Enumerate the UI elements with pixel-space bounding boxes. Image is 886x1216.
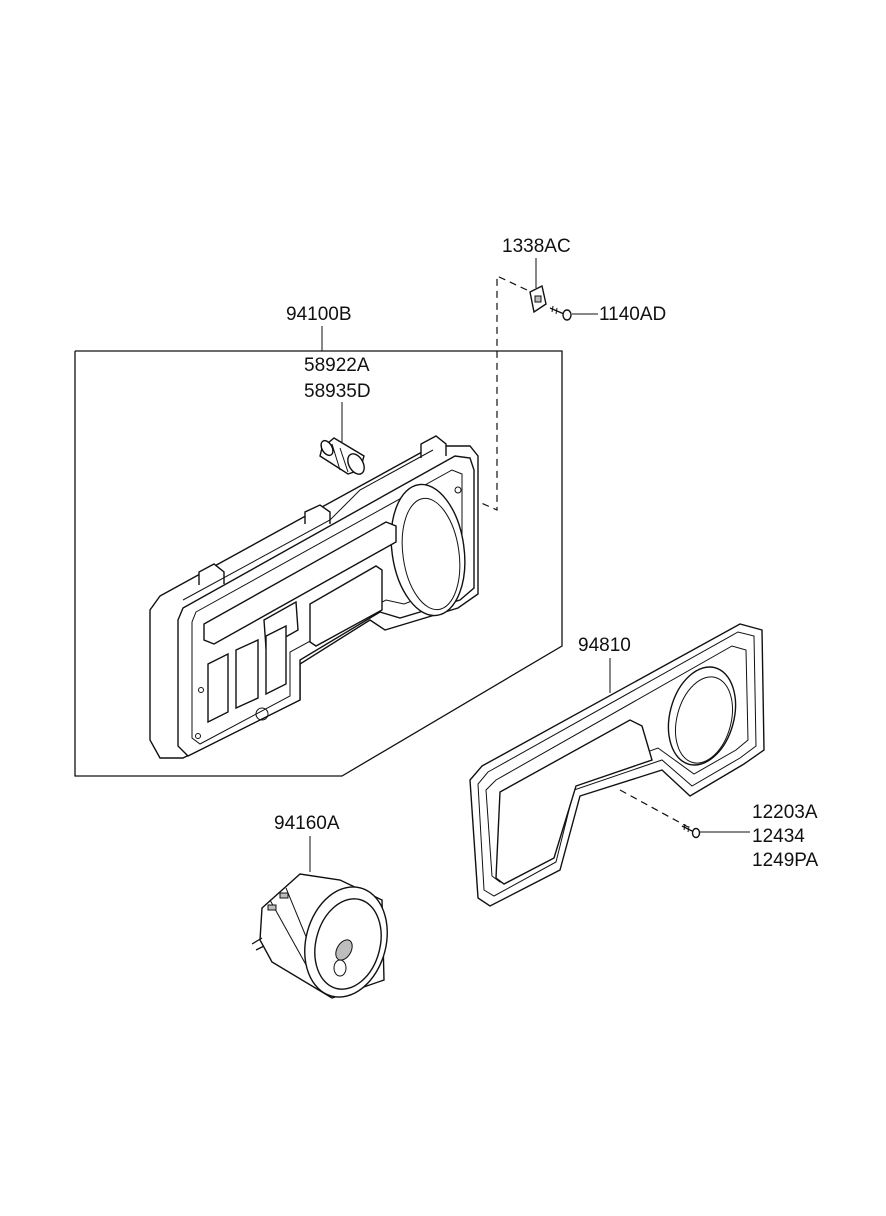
assembly-boundary [74,350,563,777]
label-bulb-a: 58922A [304,355,370,376]
clip-part [529,284,547,314]
label-gauge: 94160A [274,813,340,834]
label-bezel: 94810 [578,635,631,656]
label-screw-2: 12434 [752,826,805,847]
screw-top-part [549,305,572,321]
label-screw-3: 1249PA [752,850,819,871]
label-cluster-assembly: 94100B [286,304,352,325]
label-bulb-b: 58935D [304,381,371,402]
cluster-housing [149,435,479,759]
gauge-part [251,873,388,999]
bezel-part [469,623,765,907]
bezel-screw-part [681,823,701,839]
label-screw-top: 1140AD [599,304,666,325]
label-clip: 1338AC [502,236,571,257]
label-screw-1: 12203A [752,802,818,823]
bulb-socket [319,437,365,475]
